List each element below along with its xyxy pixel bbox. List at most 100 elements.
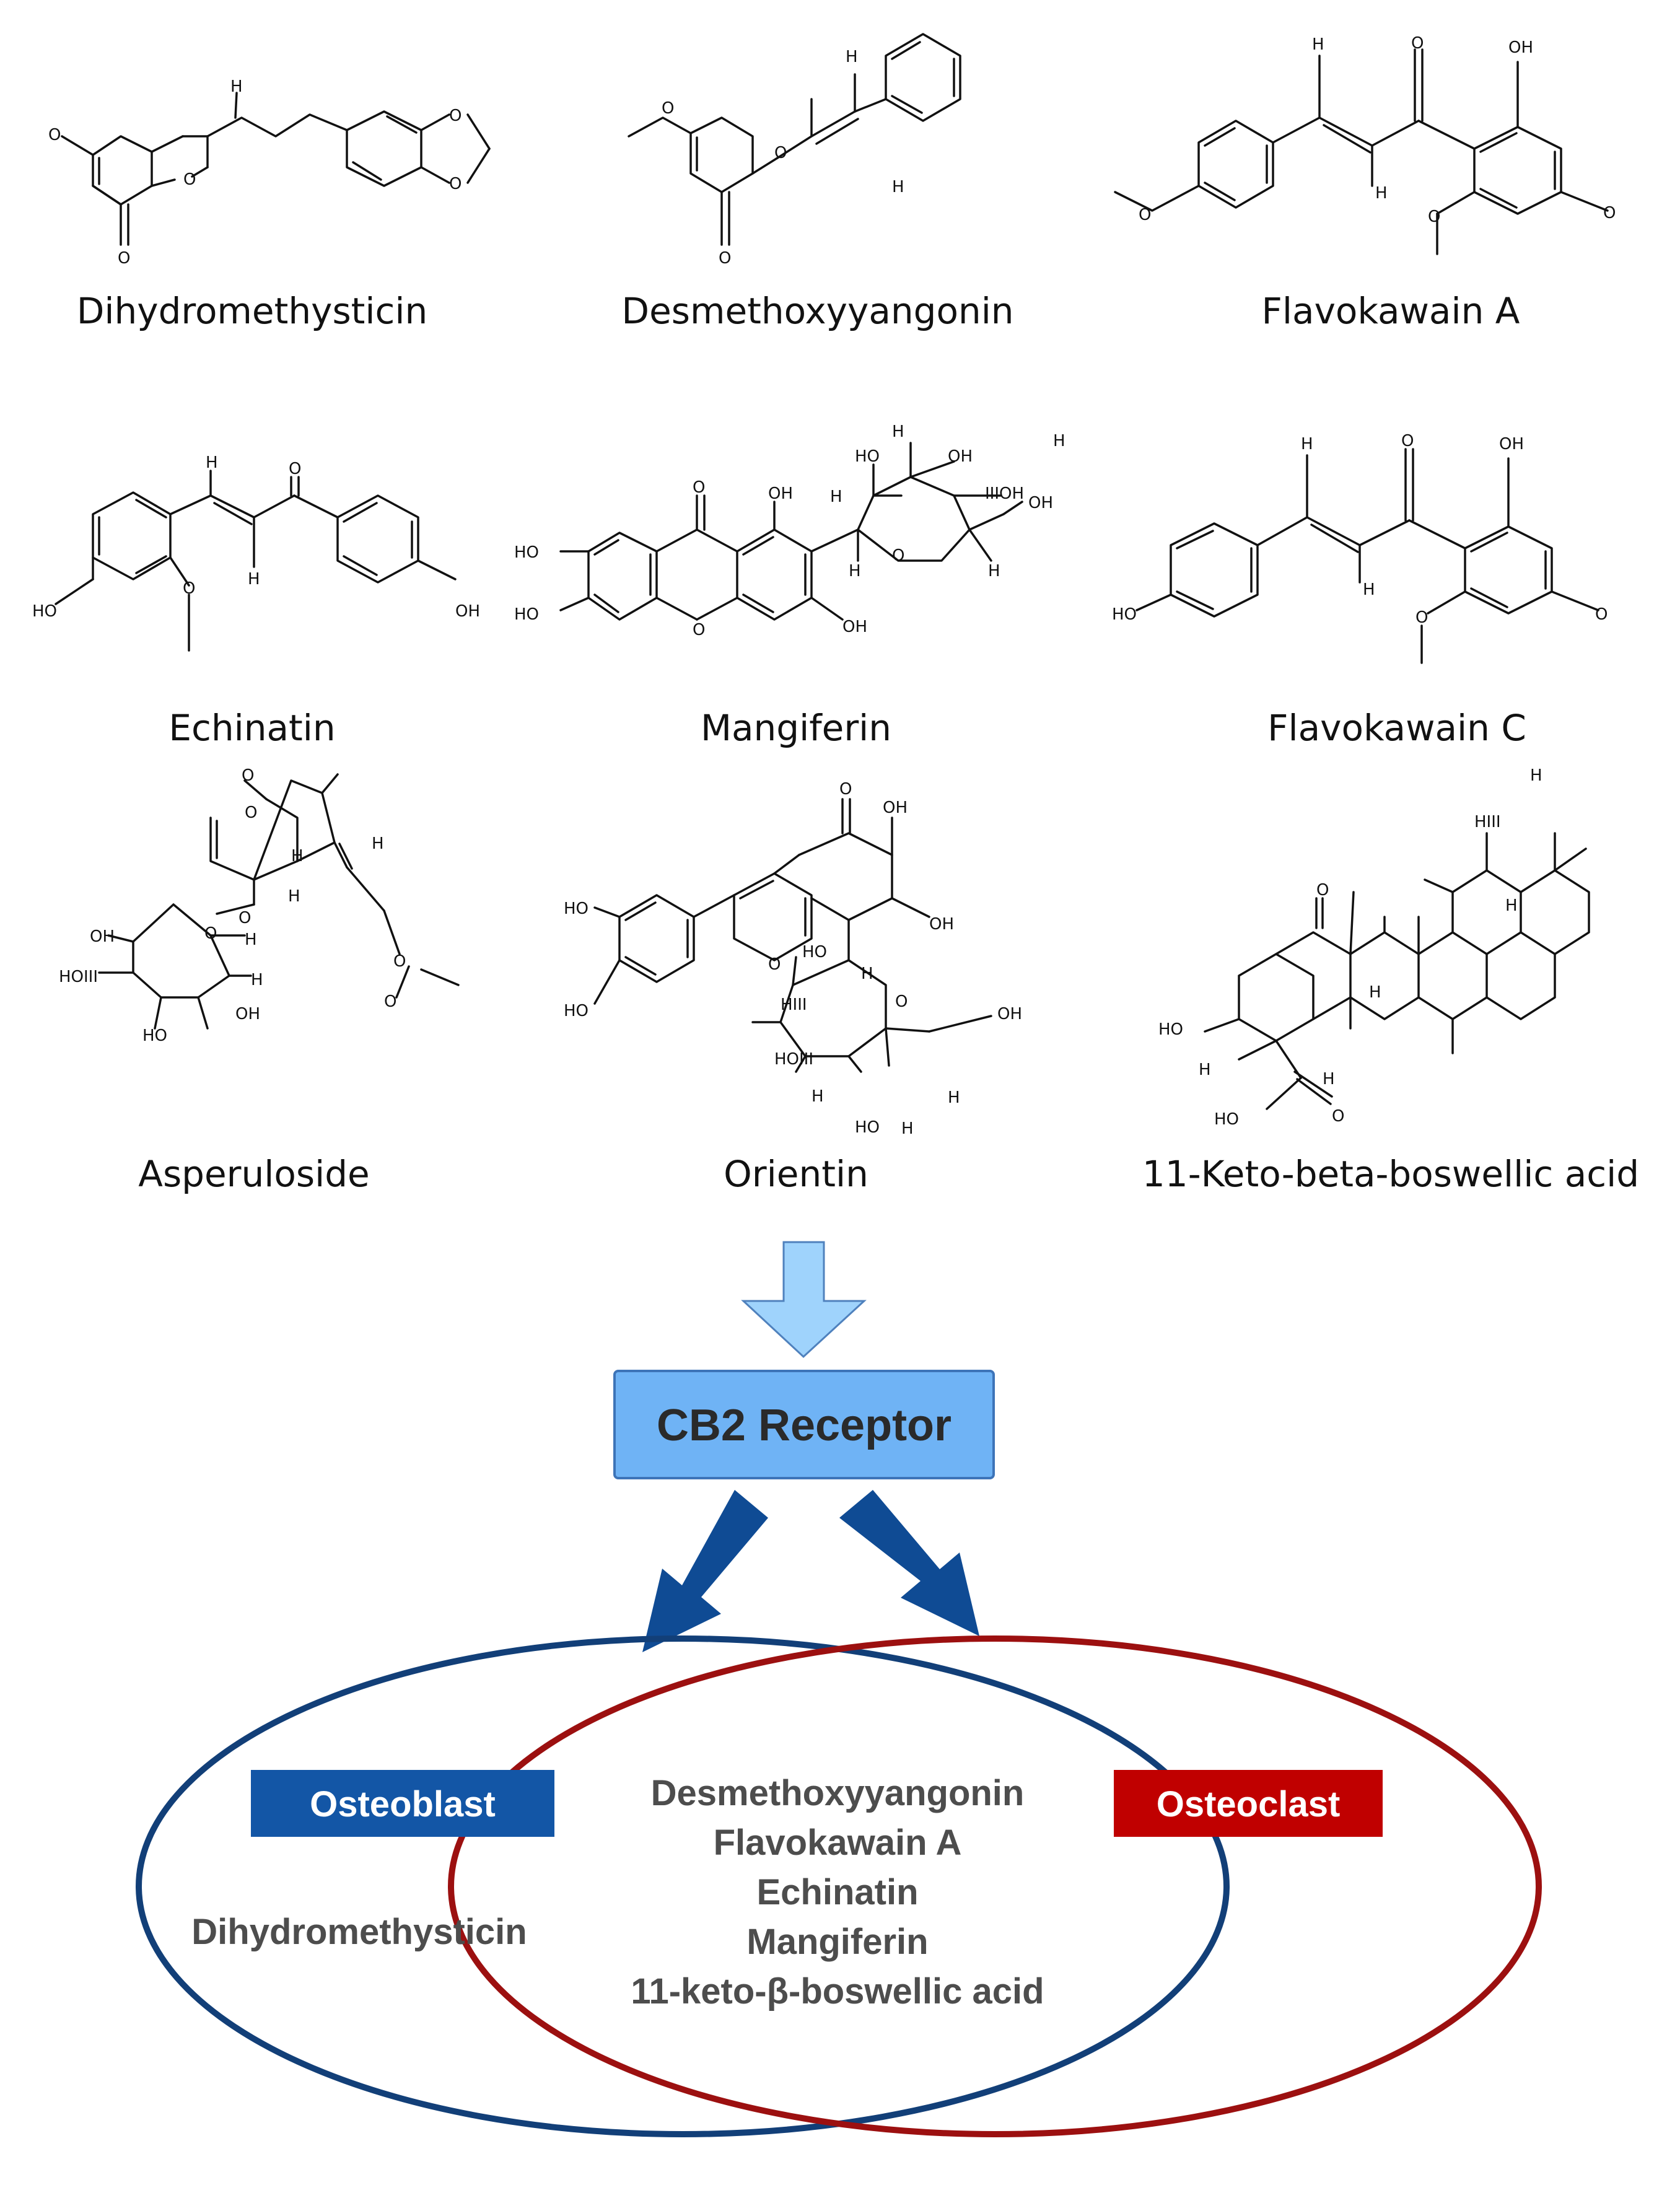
- bonds: [628, 33, 961, 246]
- compound-caption: Dihydromethysticin: [77, 290, 428, 332]
- atom-label: HO: [32, 602, 57, 621]
- atom-label: HO: [564, 900, 588, 918]
- atom-label: O: [719, 249, 731, 268]
- compound-caption: 11-Keto-beta-boswellic acid: [1142, 1153, 1639, 1195]
- compound-caption: Desmethoxyyangonin: [621, 290, 1013, 332]
- atom-label: H: [988, 562, 1000, 580]
- bonds: [593, 798, 992, 1073]
- atom-label: O: [892, 546, 904, 565]
- branch-arrow-right: [839, 1490, 979, 1636]
- atom-label: O: [238, 909, 251, 927]
- compound-caption: Mangiferin: [701, 707, 891, 749]
- compound-caption: Flavokawain C: [1267, 707, 1526, 749]
- atom-label: OH: [90, 927, 115, 946]
- cb2-receptor-box: CB2 Receptor: [613, 1370, 995, 1479]
- atom-label: OH: [948, 447, 973, 466]
- atom-label: H: [1323, 1070, 1335, 1088]
- osteoclast-box: Osteoclast: [1114, 1770, 1383, 1837]
- atom-label: H: [248, 570, 260, 589]
- atom-label: OH: [1028, 494, 1053, 512]
- atom-label: OH: [1508, 38, 1533, 57]
- compound-caption: Echinatin: [168, 707, 335, 749]
- atom-label: HO: [1214, 1110, 1239, 1129]
- bonds: [1114, 48, 1609, 255]
- atom-label: O: [183, 579, 195, 598]
- down-arrow: [741, 1241, 867, 1359]
- atom-label: H: [1530, 766, 1542, 785]
- atom-label: H: [861, 965, 873, 983]
- structure-echinatin: HO O H H O OH: [32, 453, 480, 652]
- atom-label: O: [393, 952, 406, 971]
- structure-desmethoxyyangonin: O O O H H: [628, 33, 961, 268]
- atom-label: OH: [929, 915, 954, 934]
- atom-label: O: [449, 175, 462, 193]
- atom-label: OH: [842, 618, 867, 636]
- overlap-compound: Flavokawain A: [714, 1823, 962, 1863]
- atom-label: H: [1369, 983, 1381, 1002]
- atom-label: O: [1316, 881, 1329, 900]
- overlap-compound: Mangiferin: [746, 1922, 928, 1962]
- atom-label: H: [1363, 580, 1375, 599]
- atom-label: O: [384, 992, 396, 1011]
- atom-label: OH: [997, 1005, 1022, 1023]
- osteoblast-compound: Dihydromethysticin: [191, 1912, 527, 1952]
- atom-label: H: [812, 1087, 824, 1106]
- atom-label: O: [1139, 206, 1151, 224]
- structure-keto-boswellic-acid: O HIII H H H H HO H HO O: [1158, 766, 1590, 1129]
- atom-label: HIII: [781, 996, 807, 1014]
- atom-label: H: [830, 488, 842, 506]
- atom-label: H: [1312, 35, 1324, 54]
- atom-label: OH: [1499, 435, 1524, 453]
- osteoblast-label: Osteoblast: [310, 1784, 496, 1824]
- atom-label: HO: [514, 605, 539, 624]
- bonds: [61, 92, 491, 246]
- atom-label: O: [1428, 208, 1440, 226]
- atom-label: O: [242, 766, 254, 785]
- atom-label: H: [1505, 896, 1518, 915]
- atom-label: HO: [1112, 605, 1137, 624]
- compound-caption: Asperuloside: [138, 1153, 369, 1195]
- atom-label: O: [1401, 432, 1414, 450]
- structure-orientin: HO HO O O OH OH H O HO HIII HOIII H HO H…: [564, 780, 1022, 1138]
- atom-label: H: [288, 887, 300, 906]
- atom-label: H: [1301, 435, 1313, 453]
- atom-label: O: [449, 107, 462, 125]
- bonds: [1204, 832, 1590, 1110]
- atom-label: H: [1375, 184, 1388, 203]
- atom-label: H: [901, 1119, 914, 1138]
- atom-label: H: [245, 930, 257, 949]
- atom-label: HOIII: [59, 968, 98, 986]
- atom-label: O: [48, 126, 61, 144]
- structure-mangiferin: HO HO O O OH OH O H H HO H OH IIIOH OH H…: [514, 423, 1065, 639]
- atom-label: O: [289, 460, 301, 478]
- compound-caption: Flavokawain A: [1262, 290, 1520, 332]
- atom-label: H: [291, 847, 304, 865]
- atom-label: H: [206, 453, 218, 472]
- atom-label: H: [846, 48, 858, 66]
- atom-label: HO: [1158, 1020, 1183, 1039]
- atom-label: OH: [768, 484, 793, 503]
- atom-label: O: [118, 249, 130, 268]
- bonds: [559, 442, 1023, 621]
- atom-label: O: [839, 780, 852, 799]
- osteoblast-ellipse: [136, 1635, 1230, 2137]
- atom-label: H: [849, 562, 861, 580]
- osteoblast-box: Osteoblast: [251, 1770, 554, 1837]
- atom-label: HO: [855, 1118, 880, 1137]
- atom-label: O: [1411, 34, 1424, 53]
- bonds: [1135, 448, 1599, 664]
- atom-label: HOIII: [774, 1050, 813, 1069]
- atom-label: HO: [802, 943, 827, 961]
- atom-label: OH: [235, 1005, 260, 1023]
- atom-label: O: [774, 144, 787, 162]
- atom-label: O: [693, 621, 705, 639]
- atom-label: OH: [455, 602, 480, 621]
- atom-label: H: [251, 971, 263, 989]
- atom-label: O: [662, 99, 674, 118]
- atom-label: O: [1415, 608, 1428, 627]
- atom-label: O: [1603, 204, 1616, 222]
- atom-label: H: [892, 178, 904, 196]
- atom-label: HO: [564, 1002, 588, 1020]
- structure-flavokawain-a: O H H O OH O O: [1114, 34, 1616, 255]
